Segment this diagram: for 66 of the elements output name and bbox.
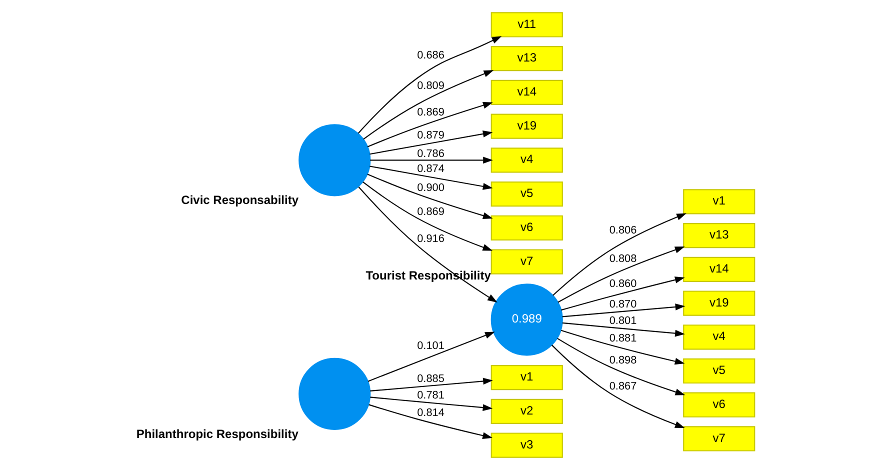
arrow	[362, 182, 493, 251]
arrow	[562, 304, 686, 318]
edge-label: 0.869	[417, 106, 444, 118]
node-box: v19	[490, 114, 563, 139]
edge-label: 0.814	[417, 406, 444, 419]
node-box: v14	[683, 256, 756, 282]
node-box: v6	[490, 215, 563, 240]
edge-label: 0.781	[417, 389, 444, 402]
node-box: v7	[683, 426, 756, 452]
edge-label: 0.898	[609, 354, 637, 366]
arrow	[551, 344, 685, 428]
arrow	[368, 332, 495, 382]
arrow	[367, 174, 493, 219]
edge-label: 0.869	[417, 206, 444, 218]
node-box: v1	[683, 189, 756, 214]
edge-label: 0.101	[417, 340, 444, 352]
edge-label: 0.881	[609, 332, 637, 345]
node-label: Philanthropic Responsibility	[136, 426, 298, 441]
edge-label: 0.870	[609, 298, 637, 311]
arrow	[560, 330, 685, 365]
node-box: v4	[683, 324, 756, 350]
edge-label: 0.874	[417, 163, 444, 176]
node-box: v14	[490, 80, 563, 105]
node-box: v1	[490, 365, 563, 390]
edge-label: 0.879	[417, 129, 444, 142]
edge-label: 0.806	[609, 224, 637, 236]
edge-label: 0.860	[609, 278, 637, 290]
node-box: v4	[490, 148, 563, 173]
arrow	[367, 102, 493, 148]
edge-label: 0.801	[609, 315, 637, 328]
edge-label: 0.809	[417, 80, 444, 92]
node-box: v6	[683, 392, 756, 418]
edge-label: 0.900	[417, 182, 444, 194]
arrow	[370, 378, 493, 392]
arrow	[358, 186, 498, 303]
edge-label: 0.916	[417, 233, 444, 246]
arrow	[370, 166, 493, 190]
edge-label: 0.808	[609, 252, 637, 265]
node-circle: 0.989	[490, 284, 563, 356]
node-box: v13	[683, 222, 756, 248]
edge-label: 0.867	[609, 380, 637, 393]
node-circle	[298, 358, 371, 430]
node-box: v7	[490, 249, 563, 274]
edge-label: 0.786	[417, 148, 444, 160]
arrow	[558, 246, 685, 303]
node-box: v5	[490, 181, 563, 207]
arrow	[562, 322, 685, 337]
node-box: v2	[490, 398, 563, 424]
node-label: Civic Responsability	[181, 193, 299, 208]
node-box: v3	[490, 432, 563, 458]
node-circle	[298, 124, 371, 196]
arrow	[370, 156, 493, 164]
node-box: v13	[490, 46, 563, 72]
arrow	[552, 213, 686, 296]
arrow	[368, 404, 492, 439]
arrow	[370, 396, 493, 411]
arrow	[363, 70, 494, 140]
edge-label: 0.885	[417, 372, 444, 385]
arrow	[557, 338, 686, 396]
node-box: v19	[683, 290, 756, 316]
node-box: v5	[683, 358, 756, 384]
arrow	[358, 36, 502, 134]
arrow	[370, 130, 493, 155]
arrow	[561, 276, 685, 311]
node-box: v11	[490, 12, 563, 38]
edge-label: 0.686	[417, 50, 444, 62]
